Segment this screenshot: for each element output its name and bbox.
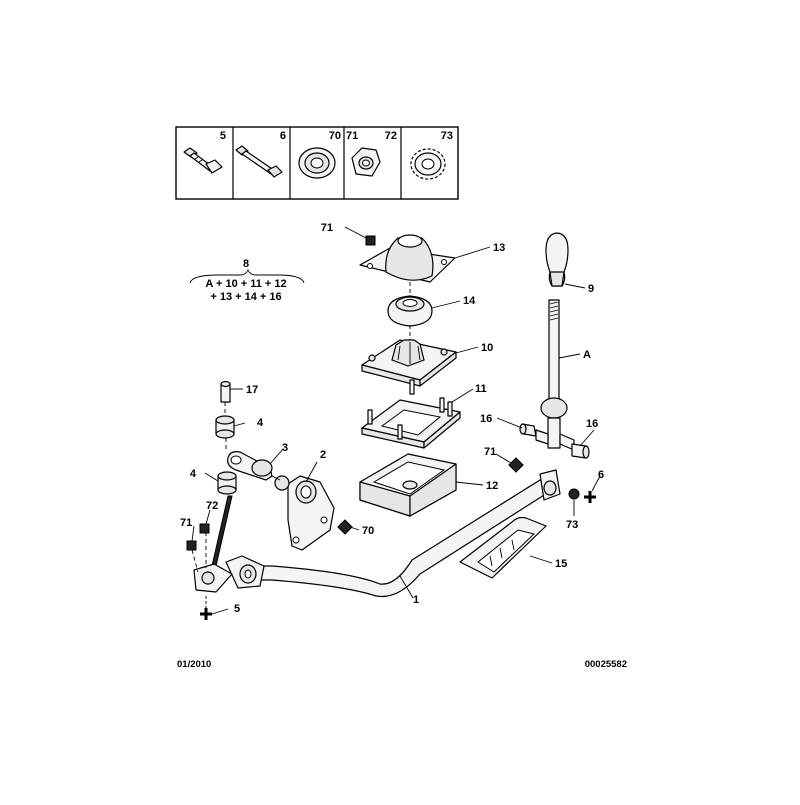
callout-10: 10 (481, 342, 493, 354)
serrated-washer-icon (410, 148, 446, 180)
support-bracket (287, 475, 335, 551)
fastener-legend: 5 6 70 71 72 73 (175, 126, 459, 200)
base-housing (359, 453, 457, 517)
legend-num-6: 6 (280, 130, 286, 142)
gear-gate-plate (459, 516, 547, 579)
ball-link-rod (227, 451, 290, 491)
legend-num-72: 72 (385, 130, 397, 142)
rubber-bush-upper (215, 415, 235, 439)
bolt-icon (183, 147, 223, 174)
marker-circle-73 (568, 488, 580, 500)
footer-reference: 00025582 (585, 659, 627, 670)
callout-5: 5 (234, 603, 240, 615)
leader-lines (191, 226, 601, 615)
callout-70: 70 (362, 525, 374, 537)
marker-square-72 (199, 523, 210, 534)
callout-1: 1 (413, 594, 419, 606)
callout-2: 2 (320, 449, 326, 461)
legend-num-5: 5 (220, 130, 226, 142)
callout-17: 17 (246, 384, 258, 396)
callout-71-right: 71 (484, 446, 496, 458)
callout-3: 3 (282, 442, 288, 454)
gasket-frame (361, 379, 461, 449)
marker-square-70 (337, 519, 353, 535)
kit-formula: 8 A + 10 + 11 + 12 + 13 + 14 + 16 (189, 258, 305, 303)
kit-number: 8 (243, 258, 249, 270)
callout-16-right: 16 (586, 418, 598, 430)
marker-cross-6 (584, 491, 596, 503)
gear-boot (359, 234, 456, 283)
legend-num-71: 71 (346, 130, 358, 142)
pin-icon (235, 145, 283, 178)
callout-13: 13 (493, 242, 505, 254)
callout-73: 73 (566, 519, 578, 531)
callout-11: 11 (475, 383, 487, 395)
shift-rod (225, 469, 561, 598)
pivot-bracket (193, 563, 233, 593)
callout-4-upper: 4 (257, 417, 264, 429)
seal-ring (387, 295, 433, 327)
marker-square-71-right (508, 457, 524, 473)
callout-16-left: 16 (480, 413, 492, 425)
spacer-sleeve (220, 380, 231, 403)
gear-lever-rod (535, 299, 575, 451)
callout-A: A (583, 349, 591, 361)
nut-icon (351, 147, 381, 177)
footer-date: 01/2010 (177, 659, 211, 670)
callout-9: 9 (588, 283, 594, 295)
lever-bush-right (571, 443, 590, 459)
gear-knob (545, 232, 569, 287)
callout-71-top: 71 (321, 222, 333, 234)
legend-num-70: 70 (329, 130, 341, 142)
lever-bush-left (519, 423, 537, 437)
callout-15: 15 (555, 558, 567, 570)
spring-plate (361, 339, 457, 387)
marker-square-71-top (365, 235, 376, 246)
rubber-bush-lower (217, 471, 237, 495)
kit-line-1: A + 10 + 11 + 12 (205, 278, 286, 290)
callout-6: 6 (598, 469, 604, 481)
bushing-icon (298, 147, 336, 179)
callouts: 71 13 14 10 11 12 9 A 16 16 71 6 73 15 1… (180, 222, 604, 615)
legend-num-73: 73 (441, 130, 453, 142)
callout-4-lower: 4 (190, 468, 197, 480)
callout-12: 12 (486, 480, 498, 492)
marker-square-71-left (186, 540, 197, 551)
marker-cross-5 (200, 608, 212, 620)
kit-line-2: + 13 + 14 + 16 (210, 291, 281, 303)
callout-14: 14 (463, 295, 476, 307)
callout-71-left: 71 (180, 517, 192, 529)
callout-72: 72 (206, 500, 218, 512)
